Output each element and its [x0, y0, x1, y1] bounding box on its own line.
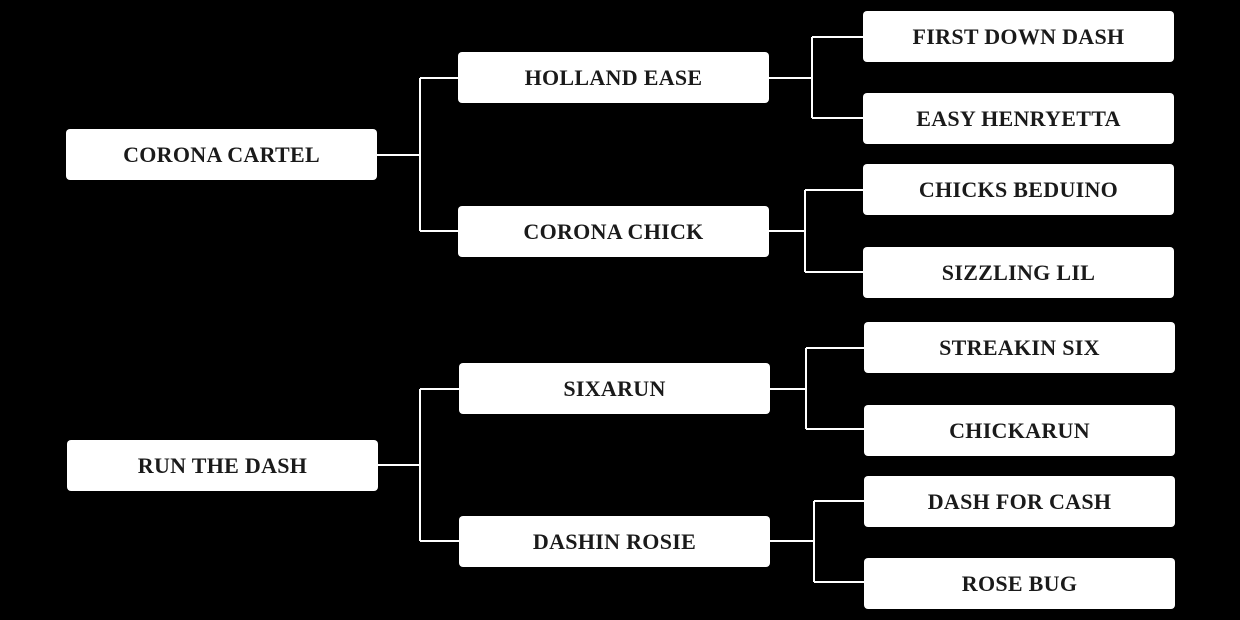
great-grandparent-box: CHICKS BEDUINO [863, 164, 1174, 215]
paternal-grandsire-box: HOLLAND EASE [458, 52, 769, 103]
great-grandparent-box: FIRST DOWN DASH [863, 11, 1174, 62]
dam-box: RUN THE DASH [67, 440, 378, 491]
great-grandparent-box: DASH FOR CASH [864, 476, 1175, 527]
great-grandparent-box: CHICKARUN [864, 405, 1175, 456]
great-grandparent-box: ROSE BUG [864, 558, 1175, 609]
maternal-grandsire-box: SIXARUN [459, 363, 770, 414]
great-grandparent-box: STREAKIN SIX [864, 322, 1175, 373]
paternal-granddam-box: CORONA CHICK [458, 206, 769, 257]
maternal-granddam-box: DASHIN ROSIE [459, 516, 770, 567]
great-grandparent-box: EASY HENRYETTA [863, 93, 1174, 144]
sire-box: CORONA CARTEL [66, 129, 377, 180]
great-grandparent-box: SIZZLING LIL [863, 247, 1174, 298]
